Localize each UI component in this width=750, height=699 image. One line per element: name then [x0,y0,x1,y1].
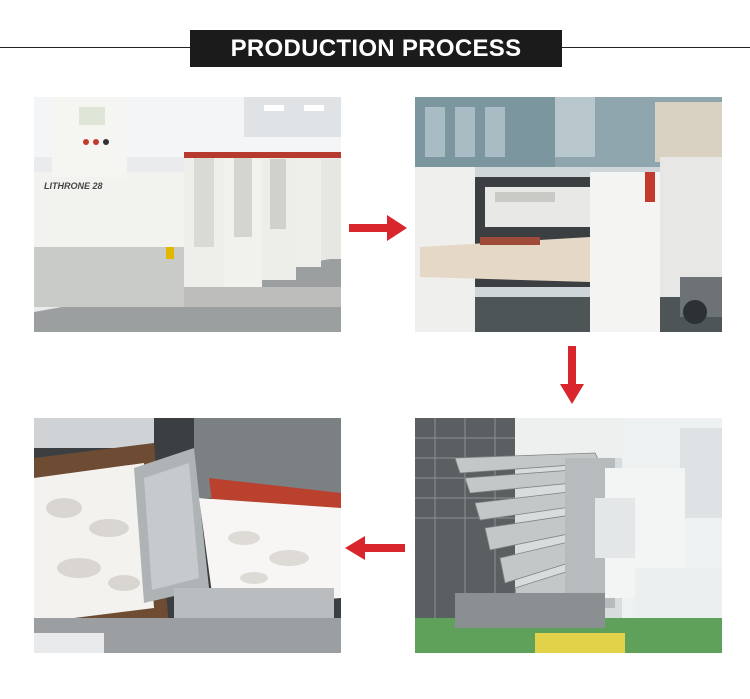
photo-drying-rack-machine [415,418,722,653]
photo-offset-printing-press: LITHRONE 28 [34,97,341,332]
header-rule-right [562,47,750,48]
arrow-right-icon [349,215,407,241]
photo-die-cut-sheets [34,418,341,653]
photo-laminating-machine [415,97,722,332]
header-rule-left [0,47,190,48]
section-title: PRODUCTION PROCESS [190,30,562,67]
section-title-text: PRODUCTION PROCESS [230,34,522,62]
press-brand-label: LITHRONE 28 [44,181,103,191]
arrow-down-icon [560,346,584,404]
arrow-left-icon [345,536,405,560]
